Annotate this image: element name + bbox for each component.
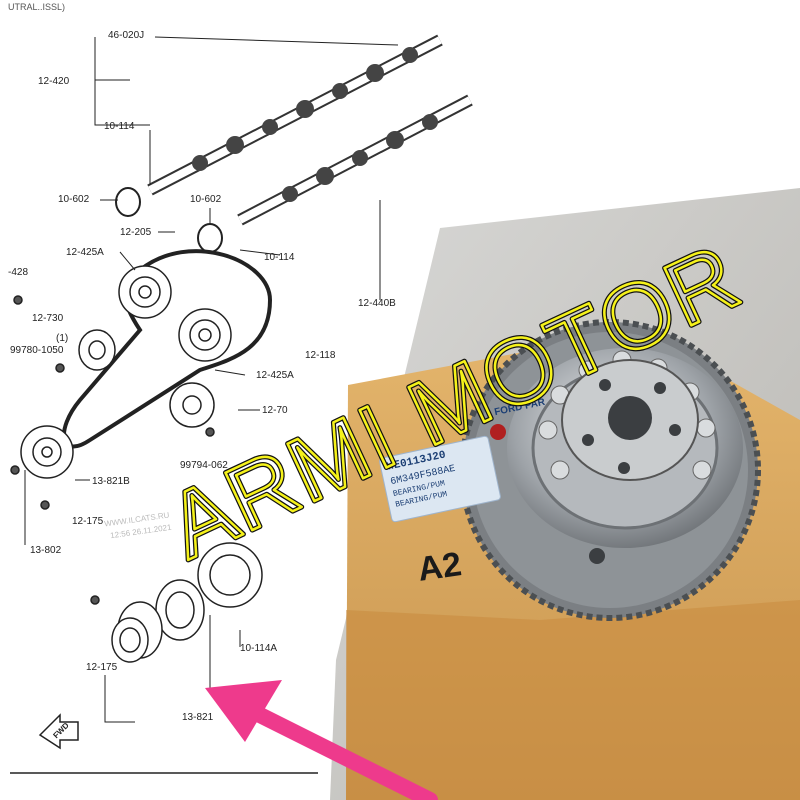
part-label: 12-440B [358, 298, 396, 309]
part-label: 12-175 [86, 662, 118, 673]
part-label: 13-821B [92, 476, 130, 487]
part-label: 12-205 [120, 227, 152, 238]
part-label: 12-70 [262, 405, 288, 416]
part-label: -428 [8, 267, 29, 278]
box-side [346, 600, 800, 800]
part-label: 46-020J [108, 30, 145, 41]
pink-arrow-icon [205, 680, 438, 800]
part-label: 12-118 [305, 350, 336, 361]
bolts [10, 295, 215, 605]
part-label: 12-730 [32, 313, 64, 324]
gear-product [459, 319, 761, 621]
part-label: 12-425A [256, 370, 294, 381]
crank-pulley [20, 425, 74, 479]
cam-pulley-left [118, 265, 172, 319]
part-label: 13-821 [182, 712, 214, 723]
part-label: 13-802 [30, 545, 62, 556]
gear-assembly-diagram [111, 542, 263, 663]
fwd-arrow-icon [38, 713, 79, 750]
part-label: 10-114A [240, 643, 278, 654]
part-label: 12-175 [72, 516, 104, 527]
part-label: 10-114 [104, 121, 135, 132]
tensioner [169, 382, 215, 428]
diagram-header: UTRAL..ISSL) [8, 2, 66, 12]
idler-pulley [78, 329, 116, 371]
camshaft-lower [237, 94, 473, 226]
oil-seal-upper [115, 187, 141, 217]
part-label: 99780-1050 [10, 345, 64, 356]
part-label: 12-420 [38, 76, 70, 87]
overlay-brand-text-fill: ARMI MOTOR [153, 225, 755, 578]
part-label: 10-602 [58, 194, 90, 205]
part-label: 12-425A [66, 247, 104, 258]
part-label: 10-114 [264, 252, 295, 263]
camshaft-upper [147, 34, 443, 196]
leader-lines [24, 36, 399, 723]
part-label: (1) [56, 333, 69, 344]
cam-pulley-right [178, 308, 232, 362]
part-label: 10-602 [190, 194, 222, 205]
timing-belt [62, 249, 273, 449]
part-label: 99794-062 [180, 460, 228, 471]
